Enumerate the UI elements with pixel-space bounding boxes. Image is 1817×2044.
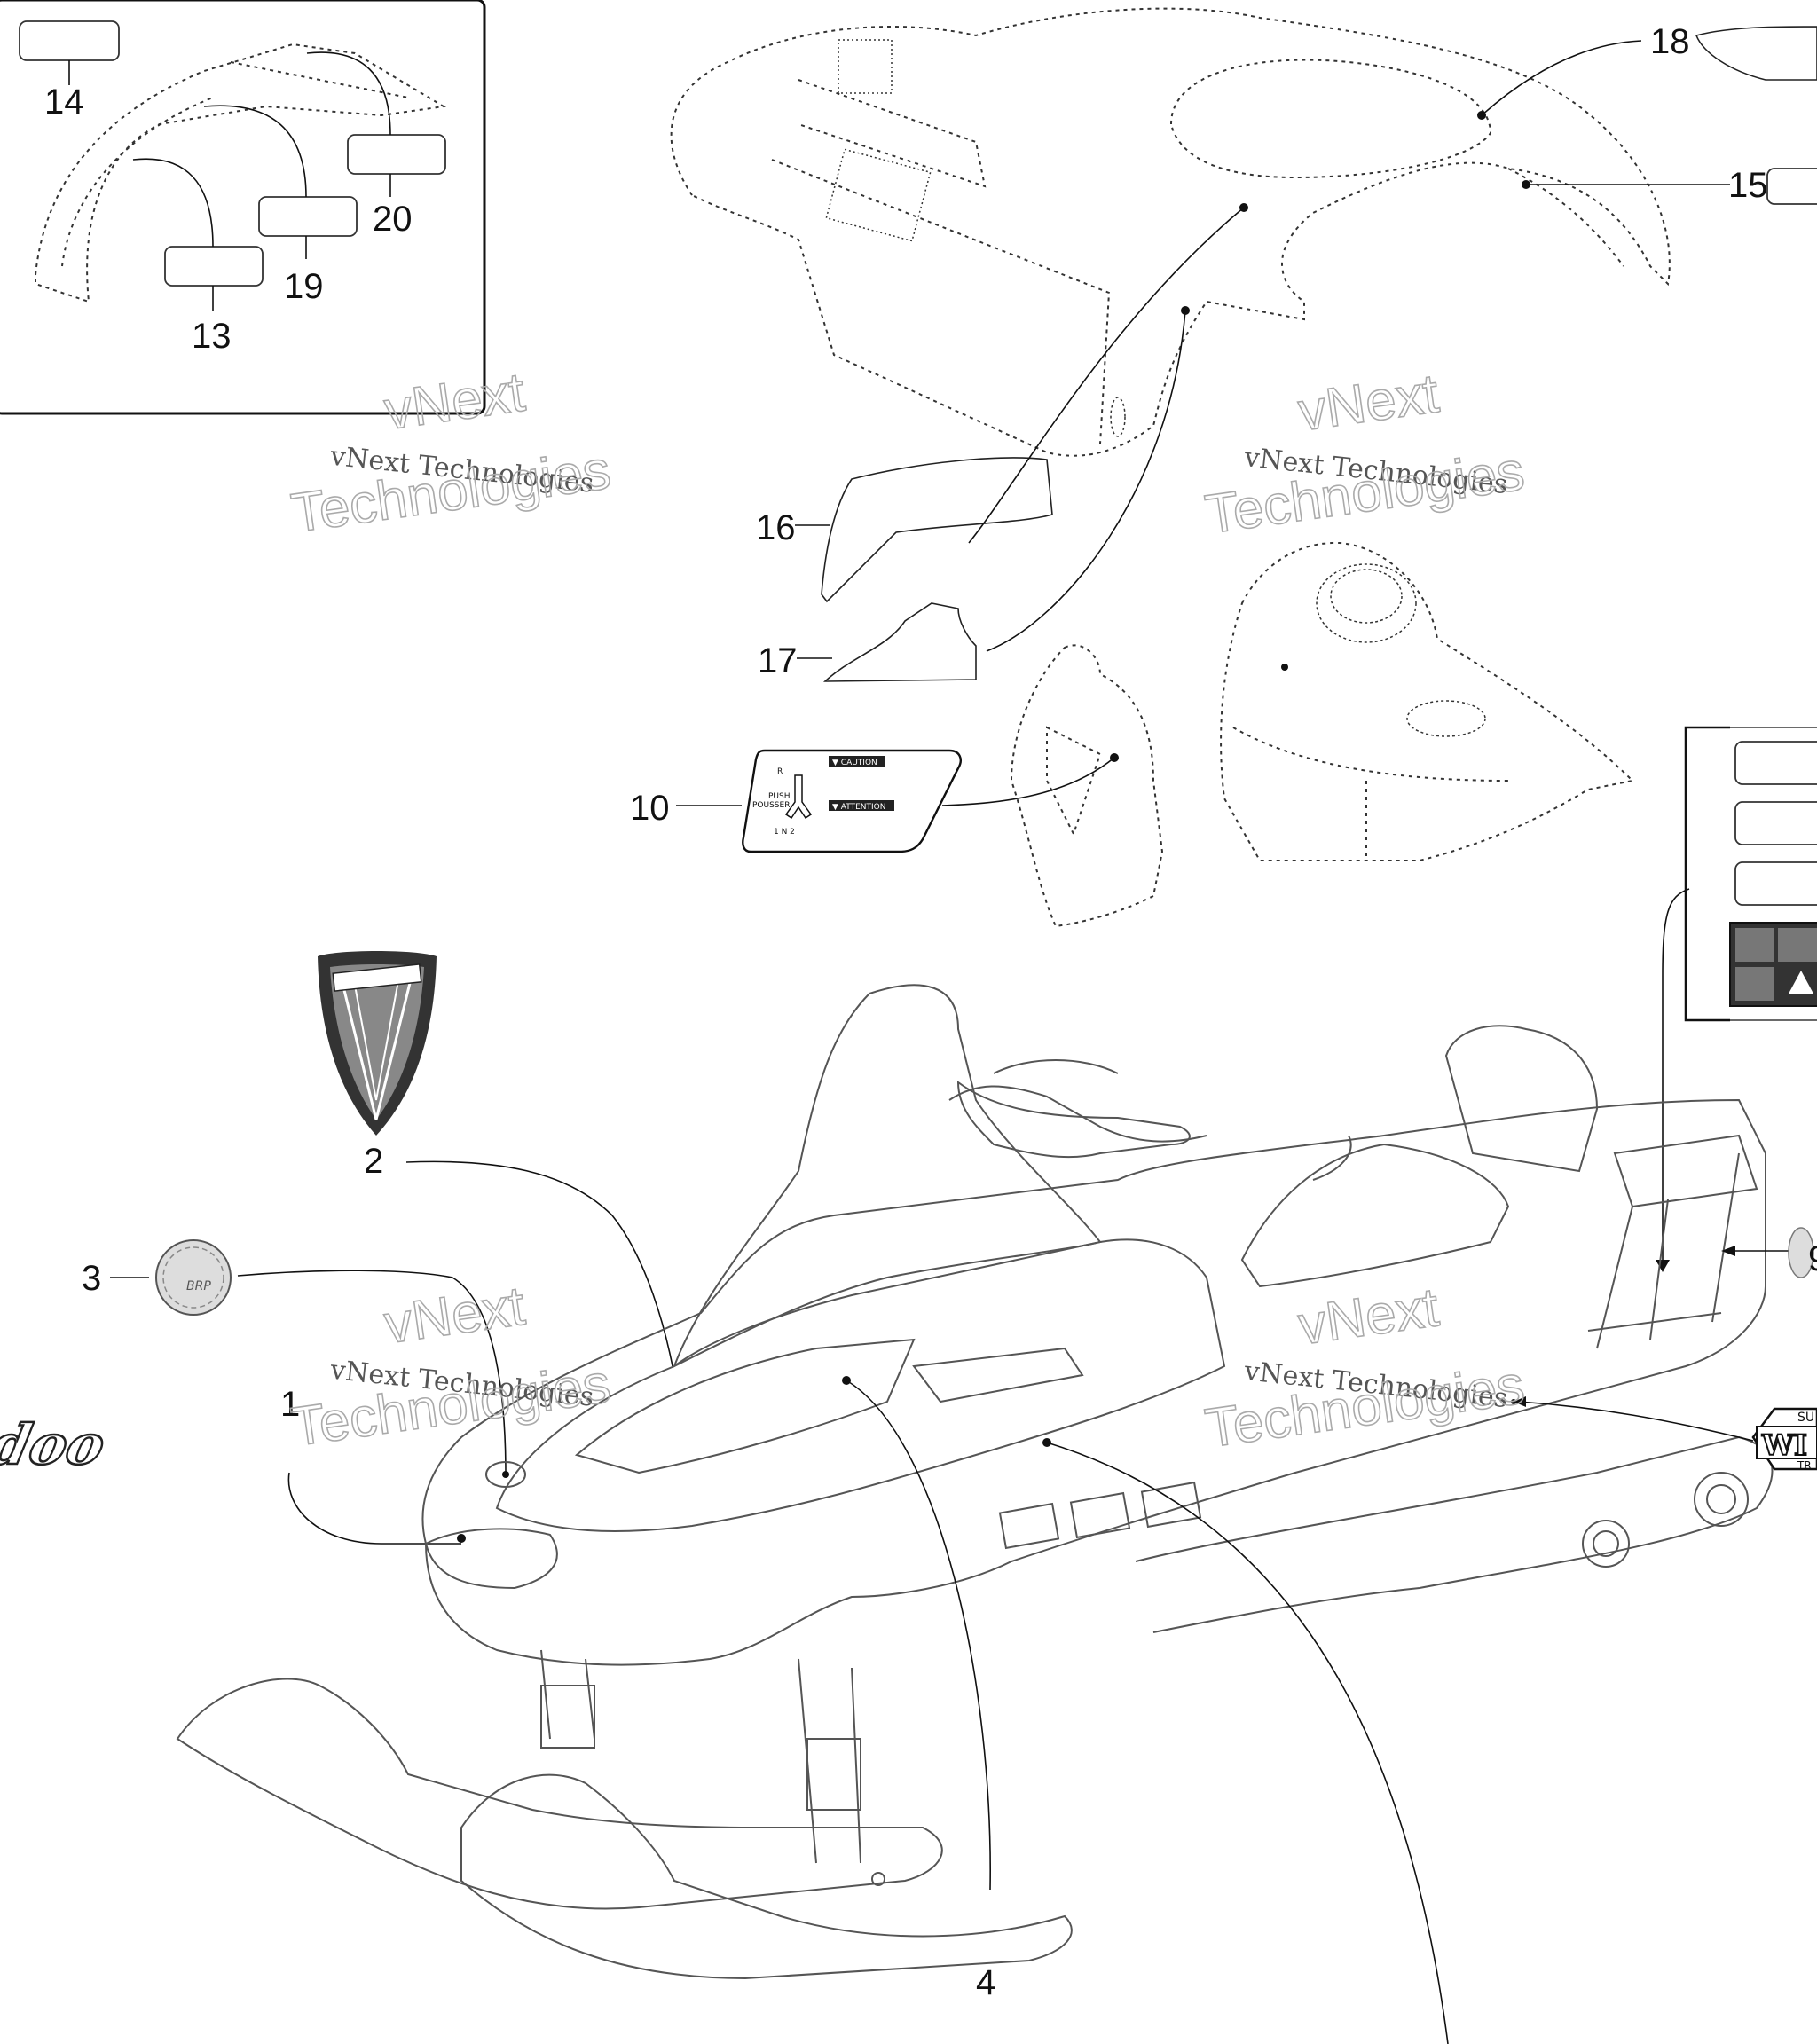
watermark-big-3: vNext bbox=[1294, 363, 1443, 443]
callout-20: 20 bbox=[373, 200, 413, 239]
callout-16: 16 bbox=[756, 508, 796, 547]
decal-9-round bbox=[1788, 1227, 1814, 1278]
console-drawing bbox=[670, 7, 1671, 457]
label-box-13 bbox=[164, 246, 264, 287]
label-box-right-3 bbox=[1734, 861, 1817, 906]
inset-panel: 14 20 19 13 bbox=[0, 0, 486, 415]
callout-19: 19 bbox=[284, 267, 324, 306]
shift-r-label: R bbox=[777, 767, 783, 776]
decal-2-hood-graphic bbox=[318, 951, 437, 1136]
warning-triangle-icon bbox=[1789, 971, 1813, 994]
callout-1: 1 bbox=[280, 1385, 300, 1424]
label-panel-right bbox=[1684, 726, 1817, 1022]
shift-pousser-label: POUSSER bbox=[752, 801, 790, 810]
side-panel-drawing bbox=[1010, 644, 1164, 928]
decal-15-box bbox=[1766, 168, 1817, 205]
ski-doo-logo: ski-doo bbox=[0, 1412, 111, 1477]
model-decal-prefix: SU bbox=[1797, 1411, 1814, 1425]
callout-4: 4 bbox=[976, 1963, 995, 2002]
label-box-right-2 bbox=[1734, 801, 1817, 845]
shift-positions-label: 1 N 2 bbox=[774, 828, 795, 837]
decal-16-shape bbox=[821, 457, 1053, 603]
console-pod-drawing bbox=[1220, 541, 1635, 861]
callout-3: 3 bbox=[82, 1259, 101, 1298]
caution-label: ▼ CAUTION bbox=[832, 759, 877, 767]
attention-label: ▼ ATTENTION bbox=[832, 803, 885, 812]
model-decal-suffix: TR bbox=[1797, 1459, 1812, 1472]
callout-14: 14 bbox=[44, 83, 84, 122]
brp-badge-text: BRP bbox=[186, 1279, 211, 1293]
watermark-group-4: vNext vNext Technologies Technologies bbox=[1201, 1276, 1530, 1460]
callout-13: 13 bbox=[192, 317, 232, 356]
watermark-group-1: vNext vNext Technologies Technologies bbox=[287, 361, 615, 546]
callout-17: 17 bbox=[758, 641, 798, 680]
decal-18-shape bbox=[1695, 26, 1817, 81]
watermark-big-1: vNext bbox=[381, 362, 529, 442]
snowmobile-drawing bbox=[176, 984, 1774, 1980]
decal-3-brp-badge: BRP bbox=[155, 1239, 232, 1316]
label-box-19 bbox=[258, 196, 358, 237]
label-box-right-1 bbox=[1734, 741, 1817, 785]
callout-10: 10 bbox=[630, 789, 670, 828]
callout-18: 18 bbox=[1650, 22, 1690, 61]
model-decal-right: SU WI TR bbox=[1751, 1407, 1817, 1472]
label-box-20 bbox=[347, 134, 446, 175]
model-decal-mark: WI bbox=[1761, 1428, 1807, 1462]
callout-9: 9 bbox=[1808, 1239, 1817, 1278]
decal-17-shape bbox=[822, 602, 977, 682]
watermark-group-2: vNext vNext Technologies Technologies bbox=[1201, 362, 1530, 546]
callout-2: 2 bbox=[364, 1142, 383, 1181]
watermark-group-3: vNext vNext Technologies Technologies bbox=[287, 1275, 615, 1459]
label-box-14 bbox=[19, 20, 120, 61]
callout-15: 15 bbox=[1728, 166, 1768, 205]
shift-push-label: PUSH bbox=[768, 792, 791, 801]
decal-10-shift: ▼ CAUTION ▼ ATTENTION R PUSH POUSSER 1 N… bbox=[742, 749, 962, 853]
watermark-big-7: vNext bbox=[1294, 1277, 1443, 1356]
watermark-big-5: vNext bbox=[381, 1276, 529, 1356]
